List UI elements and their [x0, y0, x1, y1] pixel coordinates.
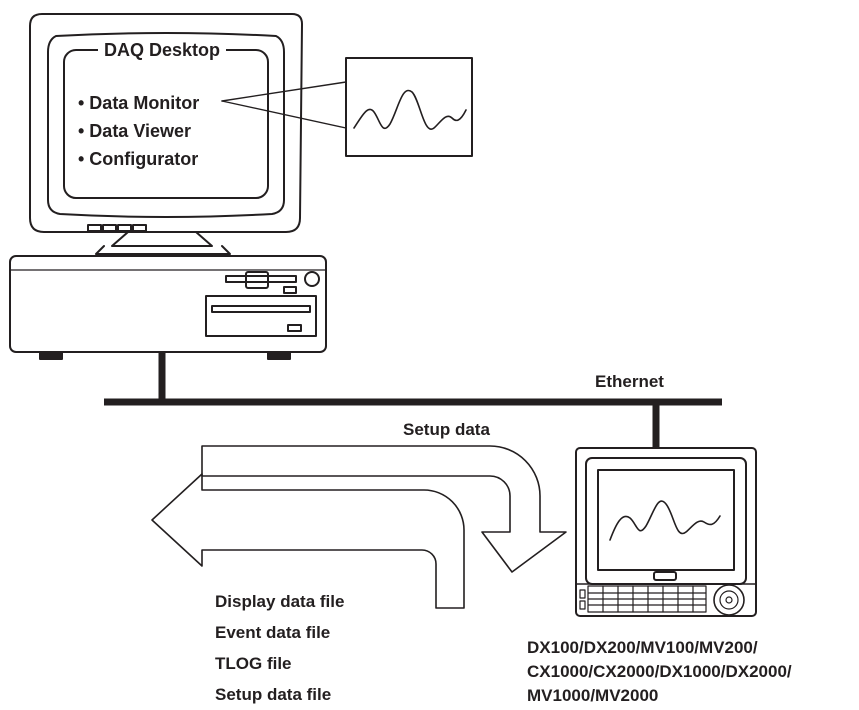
software-title: DAQ Desktop [98, 40, 227, 60]
data-monitor-popup [221, 57, 473, 157]
cd-drive-icon [205, 295, 317, 337]
recorder-models-line-3: MV1000/MV2000 [527, 686, 659, 705]
data-files-arrow [151, 473, 465, 609]
ethernet-label: Ethernet [595, 372, 664, 391]
software-feature-configurator: • Configurator [78, 149, 199, 169]
setup-data-label: Setup data [403, 420, 490, 439]
recorder-dial-icon [713, 584, 745, 616]
power-button-icon [304, 271, 320, 287]
recorder-device [575, 447, 757, 617]
setup-data-file-label: Setup data file [215, 685, 332, 704]
tlog-file-label: TLOG file [215, 654, 292, 673]
software-feature-data-viewer: • Data Viewer [78, 121, 192, 141]
pc-monitor [29, 13, 303, 255]
event-data-file-label: Event data file [215, 623, 331, 642]
ethernet-bus [104, 352, 722, 448]
display-data-file-label: Display data file [215, 592, 345, 611]
recorder-models-line-2: CX1000/CX2000/DX1000/DX2000/ [527, 662, 792, 681]
recorder-keypad-icon [579, 585, 707, 613]
monitor-buttons-icon [87, 224, 147, 232]
pc-base-unit [9, 255, 327, 360]
software-feature-data-monitor: • Data Monitor [78, 93, 200, 113]
setup-data-arrow [201, 445, 567, 573]
recorder-handle-icon [653, 571, 677, 581]
recorder-models-line-1: DX100/DX200/MV100/MV200/ [527, 638, 758, 657]
floppy-drive-icon [225, 271, 297, 294]
